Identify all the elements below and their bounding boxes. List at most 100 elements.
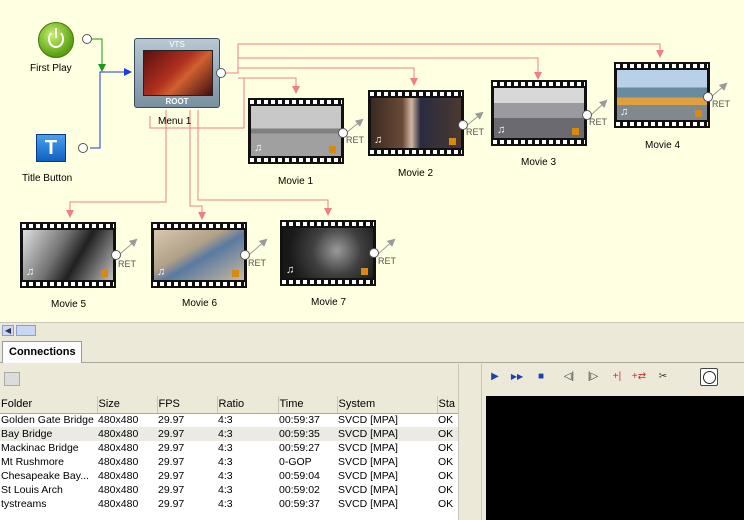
video-preview[interactable] [486,396,744,520]
connections-canvas[interactable]: First Play T Title Button VTS ROOT Menu … [0,0,744,322]
movie-7-port[interactable] [369,248,379,258]
table-cell: 29.97 [158,484,185,496]
table-cell: Golden Gate Bridge [1,414,94,427]
movie-node-7[interactable]: ♫ [280,220,376,286]
splitter-bar[interactable] [458,364,466,520]
ret-arrow-7 [377,238,396,255]
movie-3-label: Movie 3 [521,157,557,168]
column-header[interactable]: Folder [0,396,98,414]
movie-3-port[interactable] [582,110,592,120]
table-cell: 480x480 [98,484,139,496]
add-chapter-icon[interactable]: +⇄ [631,371,647,382]
link-movie-5 [66,110,167,218]
movie-node-3[interactable]: ♫ [491,80,587,146]
scroll-left-icon[interactable]: ◀ [2,325,14,336]
panel-gripper[interactable] [466,364,482,520]
ret-arrow-6 [249,238,268,255]
ret-arrow-5 [119,238,138,255]
table-cell: OK [438,442,454,454]
clock-icon[interactable] [700,368,718,386]
movie-1-thumbnail [251,106,341,156]
column-header[interactable]: Size [97,396,158,414]
movie-5-port[interactable] [111,250,121,260]
movie-1-ret-label: RET [346,135,364,145]
power-icon-stem [55,28,57,38]
menu-root-label: ROOT [165,97,189,106]
music-note-icon: ♫ [620,106,629,118]
table-cell: 00:59:04 [279,470,320,482]
movie-2-port[interactable] [458,120,468,130]
first-play-link [92,38,106,72]
tab-connections[interactable]: Connections [2,341,82,363]
movie-node-4[interactable]: ♫ [614,62,710,128]
table-cell: Chesapeake Bay... [1,470,89,482]
fast-forward-icon[interactable]: ▶▶ [510,372,524,381]
title-button-node[interactable]: T [36,134,66,162]
column-header[interactable]: System [337,396,438,414]
link-menu-back [149,78,245,129]
first-play-port[interactable] [82,34,92,44]
mark-in-icon[interactable]: +| [612,371,622,382]
column-header[interactable]: Time [278,396,338,414]
movie-6-thumbnail [154,230,244,280]
list-view-icon[interactable] [4,372,20,386]
menu-port[interactable] [216,68,226,78]
table-cell: 29.97 [158,498,185,510]
link-movie-4 [226,43,664,74]
movie-node-5[interactable]: ♫ [20,222,116,288]
table-cell: Mackinac Bridge [1,442,79,454]
stop-icon[interactable]: ■ [537,371,545,382]
film-cut-icon[interactable]: ✂ [658,371,668,382]
movie-node-6[interactable]: ♫ [151,222,247,288]
movie-node-1[interactable]: ♫ [248,98,344,164]
canvas-horizontal-scrollbar[interactable]: ◀ [0,322,744,337]
music-note-icon: ♫ [286,264,295,276]
table-cell: SVCD [MPA] [338,484,398,496]
table-cell: 00:59:37 [279,498,320,510]
ret-arrow-2 [465,111,484,127]
movie-4-label: Movie 4 [645,140,681,151]
scroll-thumb[interactable] [16,325,36,336]
chapter-badge-icon [101,270,108,277]
first-play-label: First Play [30,63,72,74]
column-header[interactable]: Ratio [217,396,279,414]
movie-4-port[interactable] [703,92,713,102]
table-cell: 4:3 [218,442,233,454]
first-play-node[interactable] [38,22,74,58]
table-cell: 4:3 [218,470,233,482]
movie-6-port[interactable] [240,250,250,260]
table-cell: St Louis Arch [1,484,63,496]
table-cell: 00:59:02 [279,484,320,496]
chapter-badge-icon [695,110,702,117]
chapter-badge-icon [361,268,368,275]
play-icon[interactable]: ▶ [491,371,499,382]
connection-wires [66,38,728,255]
table-cell: OK [438,498,454,510]
prev-frame-icon[interactable]: ◁| [563,371,575,382]
table-cell: 480x480 [98,456,139,468]
menu-node[interactable]: VTS ROOT [134,38,220,108]
table-cell: 29.97 [157,427,217,441]
movie-7-thumbnail [283,228,373,278]
movie-1-port[interactable] [338,128,348,138]
table-cell: tystreams [1,498,47,510]
title-button-port[interactable] [78,143,88,153]
link-movie-2 [238,67,418,86]
column-header[interactable]: FPS [157,396,218,414]
movie-4-ret-label: RET [712,99,730,109]
table-cell: SVCD [MPA] [338,470,398,482]
table-cell: OK [438,414,454,427]
next-frame-icon[interactable]: |▷ [587,371,599,382]
column-header[interactable]: Sta [437,396,458,414]
movie-node-2[interactable]: ♫ [368,90,464,156]
movie-3-thumbnail [494,88,584,138]
